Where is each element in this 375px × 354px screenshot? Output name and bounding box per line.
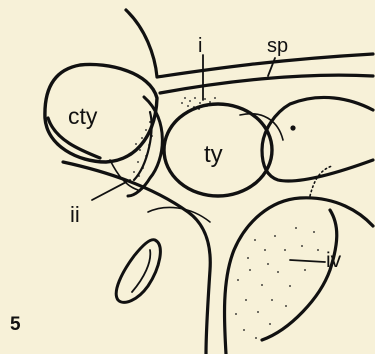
thin-curve-lower: [148, 207, 210, 222]
thin-curve-upper: [240, 114, 283, 140]
label-ii: ii: [70, 202, 80, 227]
lower-canal-upper-wall: [63, 162, 210, 354]
iv-region-base: [262, 210, 337, 340]
right-wall-outer: [262, 97, 373, 180]
small-dot: [290, 125, 295, 130]
upper-wall-inner: [160, 75, 373, 93]
small-loop-outer: [116, 240, 160, 303]
cty-chamber-outline: [45, 64, 157, 162]
label-cty: cty: [68, 103, 98, 129]
label-iv: iv: [326, 249, 342, 272]
label-ty: ty: [204, 141, 223, 168]
upper-wall-outer: [126, 10, 373, 77]
dotted-arc: [310, 166, 332, 196]
septum-inner: [134, 112, 152, 180]
iv-region-outline: [224, 198, 373, 354]
stipple-iv: [235, 227, 319, 339]
leader-iv: [290, 260, 325, 262]
figure-number: 5: [10, 314, 21, 335]
leader-ii: [92, 180, 130, 200]
label-i: i: [198, 35, 202, 57]
label-sp: sp: [267, 35, 288, 57]
